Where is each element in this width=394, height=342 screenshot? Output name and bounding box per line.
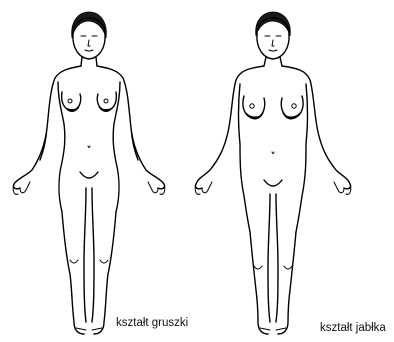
apple-shape-caption: kształt jabłka — [320, 323, 386, 335]
apple-right-arm — [282, 66, 351, 189]
apple-legs — [250, 194, 296, 334]
apple-torso — [239, 84, 308, 232]
pear-shape-caption: kształt gruszki — [116, 318, 188, 330]
apple-left-arm — [195, 66, 264, 189]
